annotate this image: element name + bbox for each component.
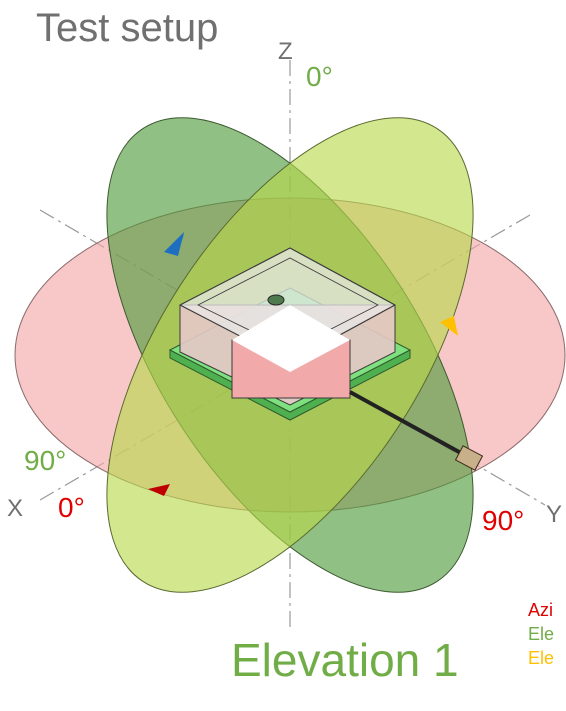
elevation-left-angle-label: 90° <box>24 445 67 476</box>
antenna-device <box>168 247 484 471</box>
azimuth-end-angle-label: 90° <box>482 505 525 536</box>
elevation-1-arrow-head-icon <box>164 232 184 256</box>
elevation-top-angle-label: 0° <box>306 61 333 92</box>
y-axis-label: Y <box>546 501 563 528</box>
legend: Azi Ele Ele <box>528 598 554 670</box>
azimuth-start-angle-label: 0° <box>58 492 85 523</box>
footer-caption: Elevation 1 <box>231 634 459 686</box>
device-cable <box>349 390 471 460</box>
legend-item-azimuth: Azi <box>528 600 554 620</box>
z-axis-label: Z <box>278 38 293 65</box>
device-connector <box>454 445 484 471</box>
page-title: Test setup <box>36 6 219 50</box>
device-top-highlight <box>232 305 350 372</box>
legend-item-elevation-2: Ele <box>528 648 555 668</box>
azimuth-arrow-icon <box>148 484 170 496</box>
elevation-2-arrow-icon <box>440 316 458 336</box>
device-feed-point <box>267 294 285 306</box>
legend-item-elevation-1: Ele <box>528 624 555 644</box>
x-axis-label: X <box>7 495 24 522</box>
